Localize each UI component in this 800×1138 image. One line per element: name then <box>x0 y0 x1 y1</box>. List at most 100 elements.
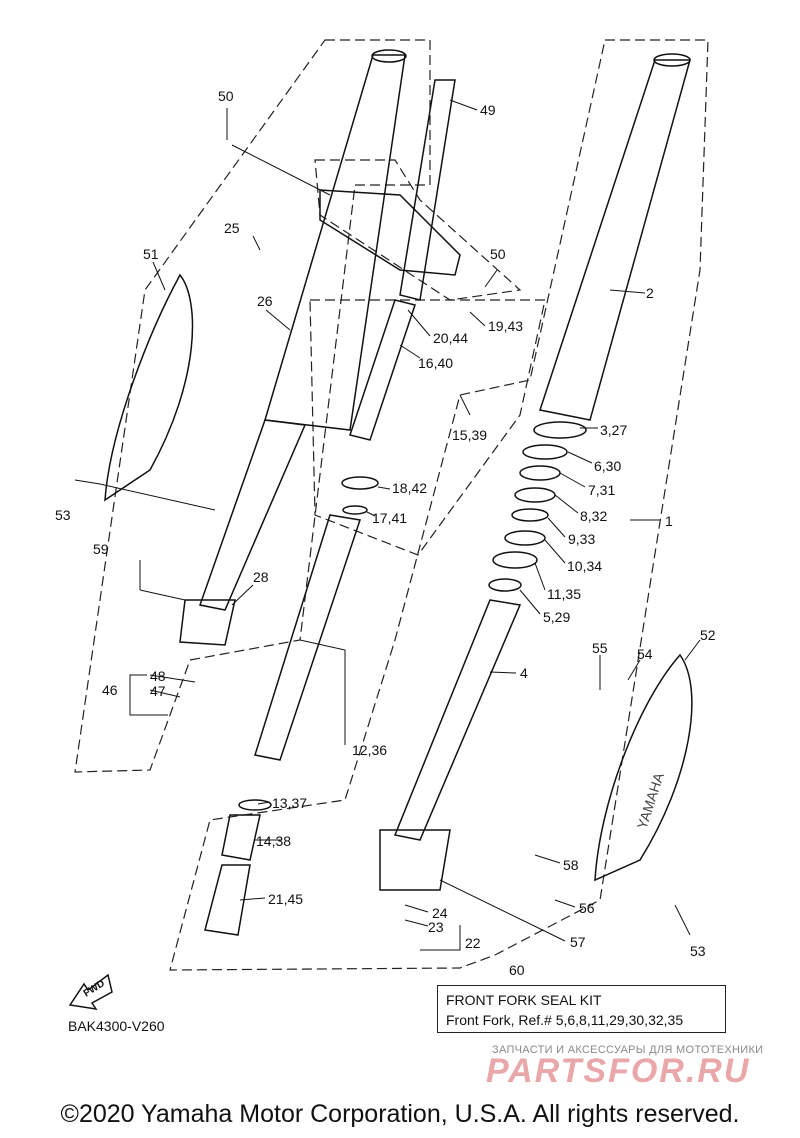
callout-51: 51 <box>143 246 159 262</box>
leader-46-bracket <box>129 674 168 716</box>
leader-23 <box>404 919 429 927</box>
seal-ring-10 <box>504 530 546 546</box>
o-ring-18 <box>341 476 379 490</box>
callout-48: 48 <box>150 668 166 684</box>
fwd-arrow-icon <box>68 973 113 1011</box>
dashed-group-cartridge <box>309 299 546 556</box>
callout-46: 46 <box>102 682 118 698</box>
steering-stem <box>399 79 456 301</box>
dashed-group-clamp <box>314 159 522 301</box>
leader-5-29 <box>519 589 541 615</box>
damper-rod <box>349 299 416 441</box>
leader-53a-b <box>99 483 216 511</box>
callout-53b: 53 <box>690 943 706 959</box>
leader-15-39 <box>459 394 471 416</box>
left-axle-bracket <box>179 599 236 646</box>
seal-ring-11 <box>492 551 538 569</box>
callout-19-43: 19,43 <box>488 318 524 334</box>
left-spring <box>204 864 251 936</box>
callout-20-44: 20,44 <box>433 330 469 346</box>
leader-57 <box>439 879 566 942</box>
callout-15-39: 15,39 <box>452 427 488 443</box>
callout-12-36: 12,36 <box>352 742 388 758</box>
seal-ring-3 <box>533 421 587 439</box>
callout-6-30: 6,30 <box>594 458 622 474</box>
callout-7-31: 7,31 <box>588 482 616 498</box>
callout-4: 4 <box>520 665 528 681</box>
leader-6-30 <box>567 451 593 464</box>
callout-25: 25 <box>224 220 240 236</box>
o-ring-13 <box>238 799 272 811</box>
seal-kit-box: FRONT FORK SEAL KIT Front Fork, Ref.# 5,… <box>437 985 726 1033</box>
leader-26 <box>265 309 291 331</box>
seal-kit-title: FRONT FORK SEAL KIT <box>446 992 602 1008</box>
callout-52: 52 <box>700 627 716 643</box>
leader-49 <box>449 99 478 111</box>
seal-ring-5 <box>488 578 522 592</box>
leader-50a-b <box>231 144 331 196</box>
leader-53a <box>74 479 101 485</box>
watermark-tagline: ЗАПЧАСТИ И АКСЕССУАРЫ ДЛЯ МОТОТЕХНИКИ <box>492 1044 764 1056</box>
leader-48 <box>149 674 196 683</box>
spring-seat <box>221 814 261 861</box>
leader-52 <box>684 639 701 661</box>
callout-58: 58 <box>563 857 579 873</box>
seal-ring-8 <box>514 487 556 503</box>
leader-18-42 <box>377 486 391 490</box>
callout-50a: 50 <box>218 88 234 104</box>
callout-10-34: 10,34 <box>567 558 603 574</box>
diagram-code: BAK4300-V260 <box>68 1018 165 1034</box>
o-ring-17 <box>342 505 368 515</box>
leader-17-41 <box>366 511 376 517</box>
left-lower-leg <box>199 419 307 611</box>
callout-22: 22 <box>465 935 481 951</box>
callout-17-41: 17,41 <box>372 510 408 526</box>
callout-3-27: 3,27 <box>600 422 628 438</box>
callout-50b: 50 <box>490 246 506 262</box>
callout-57: 57 <box>570 934 586 950</box>
leader-24 <box>404 904 429 913</box>
leader-10-34 <box>544 539 566 564</box>
callout-47: 47 <box>150 683 166 699</box>
callout-49: 49 <box>480 102 496 118</box>
right-tube-top-ring <box>653 53 691 67</box>
leader-25 <box>252 235 261 251</box>
right-outer-tube-outline <box>539 59 691 421</box>
seal-ring-9 <box>511 508 549 522</box>
seal-kit-detail: Front Fork, Ref.# 5,6,8,11,29,30,32,35 <box>446 1012 684 1028</box>
copyright-notice: ©2020 Yamaha Motor Corporation, U.S.A. A… <box>60 1100 740 1128</box>
callout-24: 24 <box>432 905 448 921</box>
seal-ring-7 <box>519 465 561 481</box>
leader-28 <box>231 584 254 606</box>
dashed-group-left-fork <box>74 39 431 773</box>
leader-9-33 <box>547 517 566 538</box>
leader-11-35 <box>534 562 546 591</box>
callout-21-45: 21,45 <box>268 891 304 907</box>
callout-14-38: 14,38 <box>256 833 292 849</box>
callout-60: 60 <box>509 962 525 978</box>
guard-brand-text: YAMAHA <box>634 770 667 831</box>
dashed-group-right-fork <box>169 39 709 971</box>
leader-22-bracket <box>420 925 461 951</box>
seal-ring-6 <box>522 444 568 460</box>
callout-18-42: 18,42 <box>392 480 428 496</box>
leader-19-43 <box>469 311 486 327</box>
leader-16-40 <box>399 344 421 359</box>
callout-9-33: 9,33 <box>568 531 596 547</box>
leader-53b <box>674 904 691 936</box>
damper-cartridge <box>254 514 361 761</box>
leader-51 <box>152 261 166 291</box>
left-outer-tube-outline <box>264 54 406 431</box>
right-inner-tube <box>393 599 522 841</box>
right-fork-guard <box>594 653 693 882</box>
leader-2 <box>609 289 646 294</box>
leader-50b <box>484 269 498 288</box>
left-fork-guard <box>104 273 194 502</box>
leader-13-37 <box>257 801 271 805</box>
callout-8-32: 8,32 <box>580 508 608 524</box>
leader-20-44 <box>407 309 431 337</box>
leader-54 <box>627 659 641 681</box>
callout-54: 54 <box>637 646 653 662</box>
leader-7-31 <box>559 472 586 488</box>
